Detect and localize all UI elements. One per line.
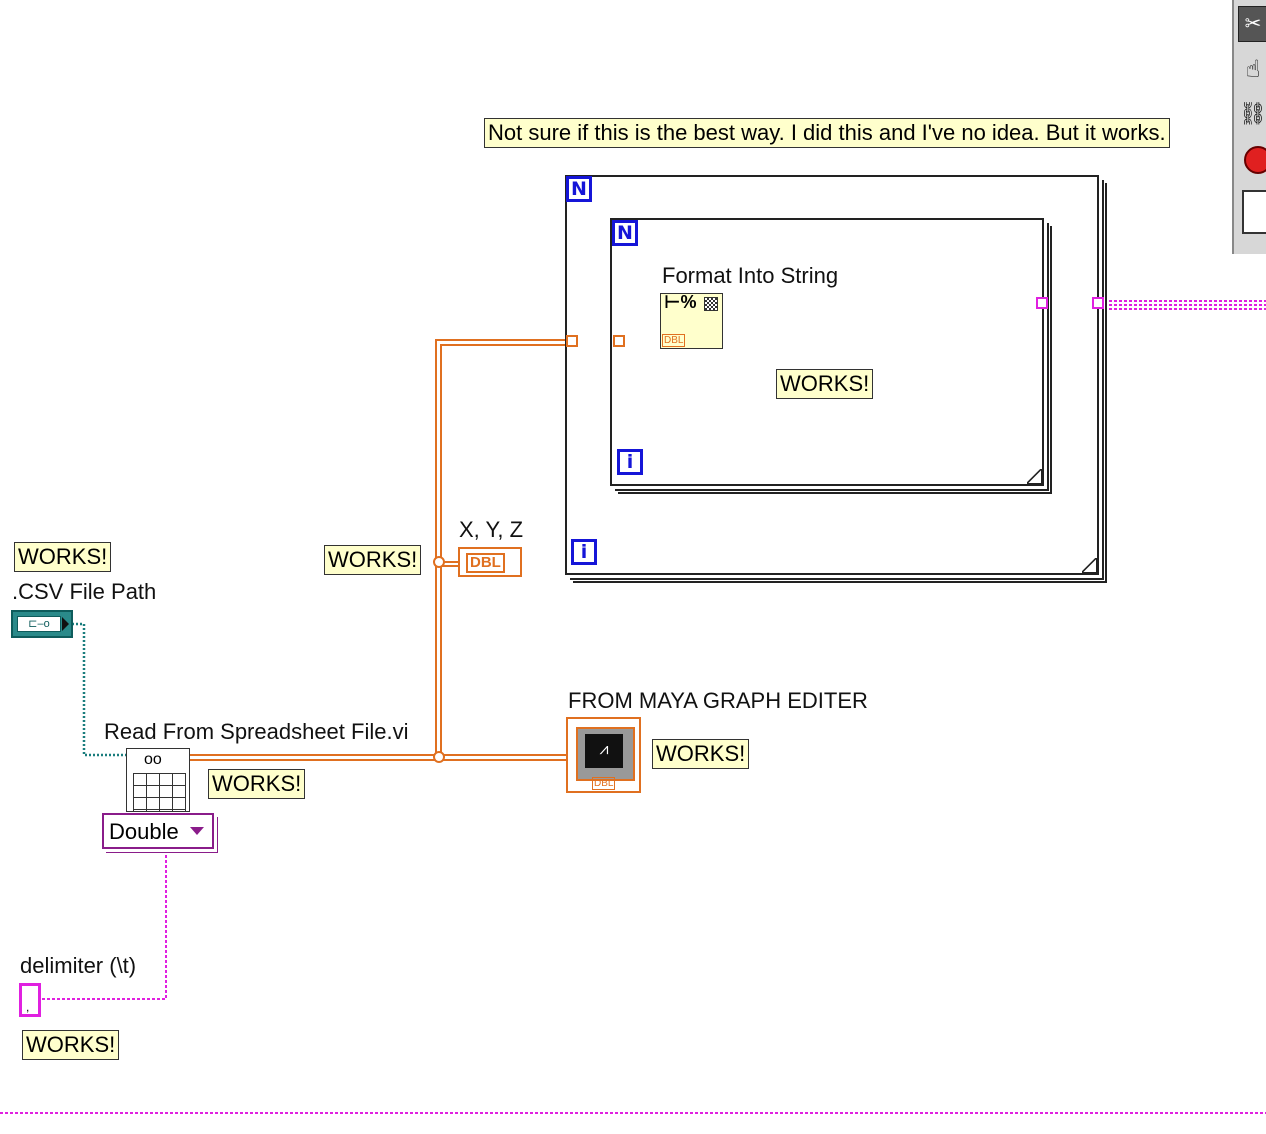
breakpoint-icon[interactable] [1238, 140, 1266, 176]
type-selector-ring[interactable]: Double [102, 813, 214, 849]
read-spreadsheet-vi[interactable]: oo [126, 748, 190, 812]
checker-icon [704, 297, 718, 311]
graph-type-tag: DBL [592, 777, 616, 790]
delimiter-value: , [26, 1000, 30, 1014]
read-spreadsheet-label: Read From Spreadsheet File.vi [104, 719, 409, 744]
xyz-type-tag: DBL [466, 553, 505, 573]
graph-icon-box: ⩘ [576, 727, 635, 781]
works-note-read: WORKS! [208, 769, 306, 799]
works-note-graph: WORKS! [652, 739, 750, 769]
format-percent-icon: ⊢% [664, 292, 697, 312]
path-wire-teal[interactable] [72, 622, 127, 757]
format-type-tag: DBL [662, 334, 686, 347]
outer-loop-count-terminal[interactable]: N [566, 176, 592, 202]
comment-note: Not sure if this is the best way. I did … [484, 118, 1170, 148]
works-note-delimiter: WORKS! [22, 1030, 120, 1060]
spreadsheet-grid-icon [133, 773, 186, 811]
outer-loop-resize-corner[interactable] [1082, 558, 1098, 574]
tools-palette: ✂ ☝ ⛓ [1232, 0, 1266, 254]
works-note-loop: WORKS! [776, 369, 874, 399]
graph-label: FROM MAYA GRAPH EDITER [568, 688, 868, 713]
outer-loop-output-tunnel[interactable] [1092, 297, 1104, 309]
inner-for-loop[interactable] [610, 218, 1044, 486]
outer-loop-iteration-terminal[interactable]: i [571, 539, 597, 565]
csv-path-label: .CSV File Path [12, 579, 157, 604]
graph-screen-icon: ⩘ [585, 734, 623, 768]
stop-sign-shape [1244, 146, 1266, 174]
format-into-string-node[interactable]: ⊢% DBL [660, 292, 723, 349]
format-into-string-label: Format Into String [662, 263, 839, 288]
delimiter-constant[interactable]: , [19, 983, 41, 1017]
inner-loop-iteration-terminal[interactable]: i [617, 449, 643, 475]
works-note-path: WORKS! [14, 542, 112, 572]
spool-icon[interactable]: ⛓ [1239, 101, 1266, 126]
inner-loop-count-terminal[interactable]: N [612, 220, 638, 246]
window-shape [1242, 190, 1266, 234]
chevron-down-icon[interactable] [190, 827, 204, 835]
glasses-icon: oo [144, 751, 162, 768]
operate-hand-icon[interactable]: ☝ [1245, 56, 1261, 83]
terminal-arrow-icon [62, 617, 69, 631]
window-icon[interactable] [1238, 186, 1266, 246]
graph-indicator[interactable]: ⩘ DBL [566, 717, 641, 793]
wiring-tool-icon[interactable]: ✂ [1238, 6, 1266, 42]
xyz-array-indicator[interactable]: DBL [458, 547, 522, 577]
wire-junction [433, 751, 445, 763]
inner-loop-resize-corner[interactable] [1027, 469, 1043, 485]
path-icon: ⊏–o [17, 616, 61, 632]
inner-loop-output-tunnel[interactable] [1036, 297, 1048, 309]
array-wire-orange[interactable] [189, 339, 661, 761]
outer-loop-input-tunnel[interactable] [566, 335, 578, 347]
inner-loop-input-tunnel[interactable] [613, 335, 625, 347]
type-selector-value: Double [109, 819, 179, 844]
xyz-indicator-label: X, Y, Z [459, 517, 524, 542]
delimiter-label: delimiter (\t) [20, 953, 137, 978]
works-note-xyz: WORKS! [324, 545, 422, 575]
csv-path-control[interactable]: ⊏–o [11, 610, 73, 638]
wire-junction [433, 556, 445, 568]
